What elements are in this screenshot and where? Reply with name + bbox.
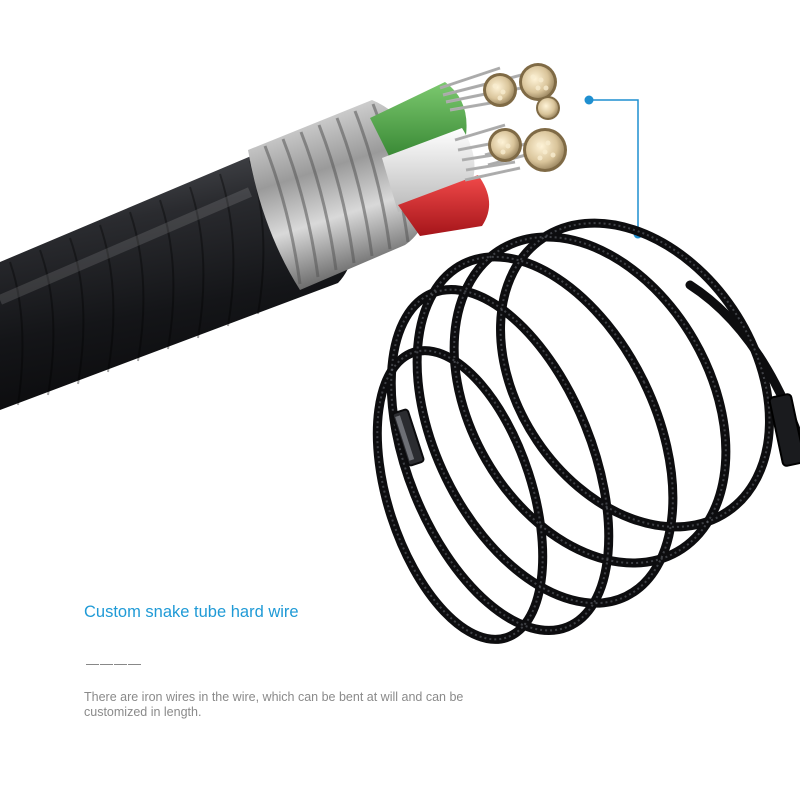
callout-indicator (584, 95, 643, 239)
headline: Custom snake tube hard wire (84, 603, 299, 621)
coiled-snake-tube-illustration (372, 218, 800, 644)
conductor-ends (483, 63, 567, 172)
description-text: There are iron wires in the wire, which … (84, 690, 464, 719)
probe-tip (391, 408, 425, 467)
armored-cable-illustration (0, 63, 567, 410)
divider: ———— (86, 656, 142, 671)
